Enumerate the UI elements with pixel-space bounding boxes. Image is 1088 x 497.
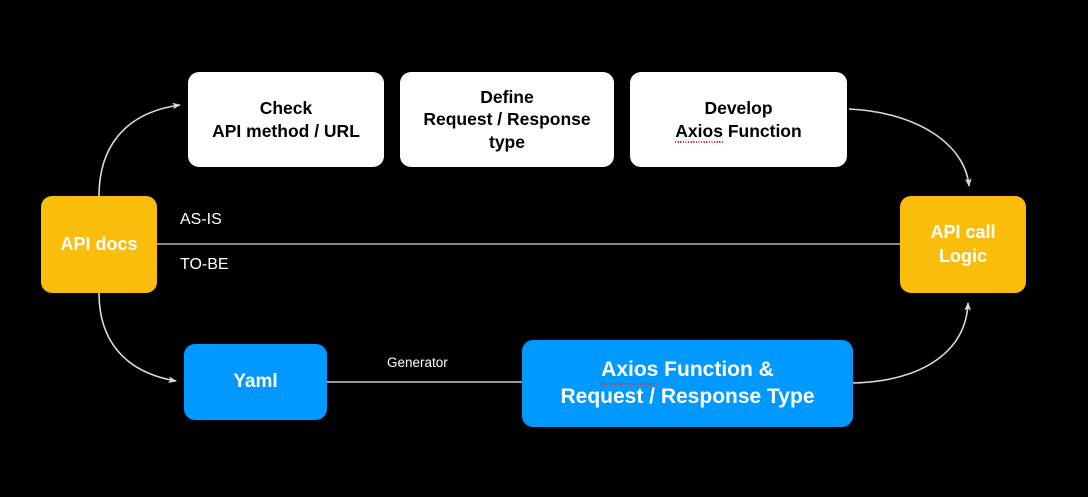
node-label-check-api-method-url: Check API method / URL [212, 98, 360, 141]
node-check-api-method-url[interactable]: Check API method / URL [188, 72, 384, 167]
node-label-axios-line1-rest: Function & [658, 357, 774, 381]
node-label-develop-line1: Develop [704, 98, 773, 119]
edge-axios-to-apicall [852, 302, 971, 384]
edge-develop-to-apicall [848, 108, 972, 187]
node-api-docs[interactable]: API docs [41, 196, 157, 293]
node-label-define-request-response-type: Define Request / Response type [423, 86, 591, 152]
node-label-axios-function-request-response-type: Axios Function & Request / Response Type [560, 357, 814, 411]
spellcheck-axios-bluebox: Axios [601, 357, 659, 385]
node-label-api-call-logic: API call Logic [930, 222, 996, 266]
node-axios-function-request-response-type[interactable]: Axios Function & Request / Response Type [522, 340, 853, 427]
node-label-develop-line2-rest: Function [722, 120, 802, 141]
node-yaml[interactable]: Yaml [184, 344, 327, 420]
node-api-call-logic[interactable]: API call Logic [900, 196, 1026, 293]
edge-label-to-be: TO-BE [180, 256, 229, 273]
node-label-axios-line2: Request / Response Type [560, 384, 815, 408]
node-label-yaml: Yaml [233, 370, 278, 392]
spellcheck-axios-develop: Axios [675, 120, 723, 144]
edge-label-generator: Generator [387, 355, 448, 370]
edge-apidocs-to-yaml [98, 292, 177, 383]
edge-apidocs-to-check [98, 102, 181, 197]
node-define-request-response-type[interactable]: Define Request / Response type [400, 72, 614, 167]
edge-label-as-is: AS-IS [180, 211, 222, 228]
node-label-api-docs: API docs [60, 233, 138, 254]
